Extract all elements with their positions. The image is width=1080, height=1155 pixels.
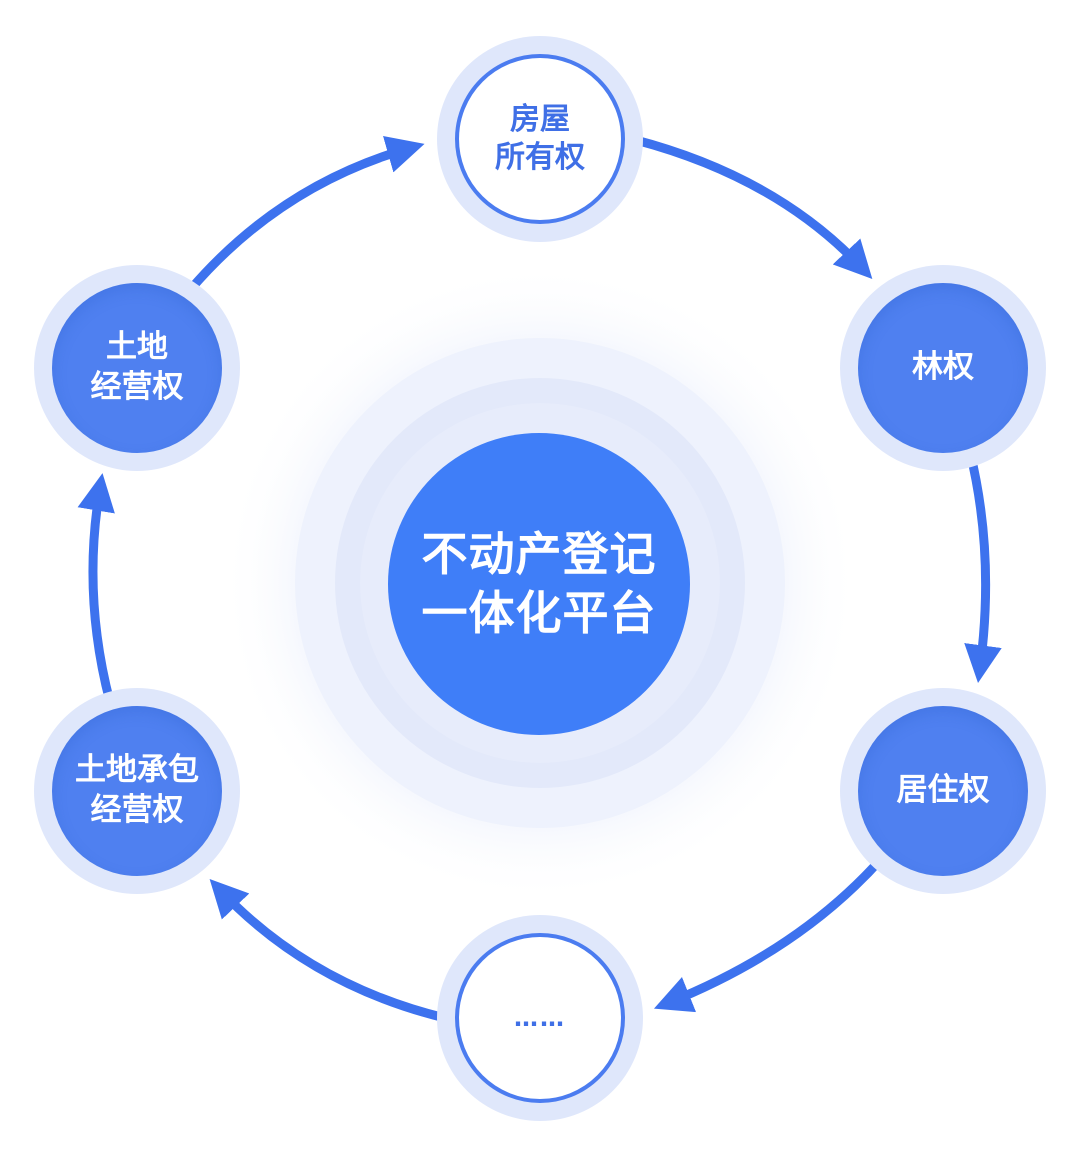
center-label-line1: 不动产登记 bbox=[421, 527, 657, 582]
land-operation-node: 土地 经营权 bbox=[52, 283, 222, 453]
more-node-ellipsis: …… bbox=[514, 1003, 566, 1032]
center-label-line2: 一体化平台 bbox=[421, 586, 657, 640]
land-operation-node-line2: 经营权 bbox=[90, 369, 184, 405]
house-node-line2: 所有权 bbox=[495, 140, 585, 175]
forest-rights-node: 林权 bbox=[858, 283, 1028, 453]
house-ownership-node: 房屋 所有权 bbox=[455, 54, 625, 224]
arrow-house-to-forest bbox=[623, 133, 873, 280]
center-label: 不动产登记 一体化平台 bbox=[388, 433, 690, 735]
arrow-more-to-land-contract bbox=[209, 879, 450, 1023]
center-platform-node: 不动产登记 一体化平台 bbox=[388, 433, 690, 735]
land-contract-node: 土地承包 经营权 bbox=[52, 706, 222, 876]
arrow-land-operation-to-house bbox=[185, 136, 425, 295]
arrow-residence-to-more bbox=[653, 853, 887, 1013]
forest-node-line1: 林权 bbox=[912, 349, 974, 386]
residence-node-line1: 居住权 bbox=[896, 772, 990, 809]
residence-rights-node: 居住权 bbox=[858, 706, 1028, 876]
arrow-land-contract-to-land-operation bbox=[77, 473, 115, 707]
land-contract-node-line2: 经营权 bbox=[90, 792, 184, 828]
more-node: …… bbox=[455, 933, 625, 1103]
arrow-forest-to-residence bbox=[964, 447, 1002, 683]
land-operation-node-line1: 土地 bbox=[106, 329, 168, 366]
house-node-line1: 房屋 bbox=[510, 101, 570, 137]
land-contract-node-line1: 土地承包 bbox=[75, 752, 199, 789]
